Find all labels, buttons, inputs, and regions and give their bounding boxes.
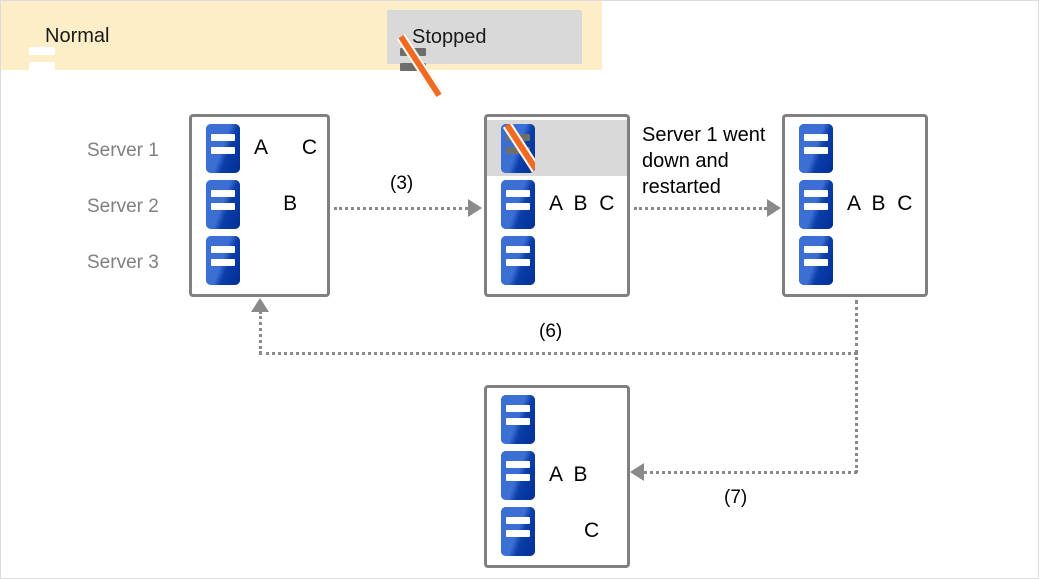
legend-item-normal: Normal: [23, 11, 110, 70]
server-icon: [501, 506, 535, 556]
table-row: [487, 232, 627, 288]
server-icon: [206, 123, 240, 173]
annotation-server-restart: Server 1 went down and restarted: [642, 122, 792, 200]
row-keys: A C: [254, 136, 318, 159]
arrow-step-7-head: [630, 463, 644, 481]
state-box-rebalanced: A B C: [484, 385, 630, 568]
arrow-step-7-segment-across: [644, 471, 857, 474]
annotation-line-2: down and: [642, 150, 729, 172]
arrow-restart-line: [634, 207, 767, 210]
arrow-step-3-line: [334, 207, 468, 210]
server-icon: [799, 235, 833, 285]
legend-label-stopped: Stopped: [412, 25, 487, 48]
row-keys: A B C: [549, 192, 615, 215]
arrow-step-6-segment-down: [855, 300, 858, 354]
annotation-line-1: Server 1 went: [642, 124, 766, 146]
arrow-restart-head: [767, 199, 781, 217]
table-row: [785, 120, 925, 176]
arrow-step-6-segment-across: [259, 352, 857, 355]
state-box-restarted: A B C: [782, 114, 928, 297]
annotation-line-3: restarted: [642, 176, 721, 198]
side-label-server-3: Server 3: [87, 252, 159, 273]
side-label-server-2: Server 2: [87, 196, 159, 217]
legend-bar: Normal Stopped: [1, 1, 602, 99]
server-icon: [501, 394, 535, 444]
legend-item-stopped: Stopped: [387, 10, 582, 99]
server-icon: [799, 123, 833, 173]
server-icon: [501, 179, 535, 229]
server-stopped-icon: [501, 123, 535, 173]
table-row: A C: [192, 120, 327, 176]
arrow-step-6-segment-up: [259, 311, 262, 354]
table-row: [785, 232, 925, 288]
row-keys: A B: [549, 463, 588, 486]
arrow-label-step-3: (3): [390, 173, 414, 194]
table-row: C: [487, 503, 627, 559]
arrow-step-7-segment-down: [855, 352, 858, 473]
state-box-initial: A C B: [189, 114, 330, 297]
row-keys: B: [254, 192, 298, 215]
row-keys: A B C: [847, 192, 913, 215]
legend-label-normal: Normal: [45, 24, 110, 47]
server-icon: [501, 235, 535, 285]
server-icon: [501, 450, 535, 500]
table-row: A B C: [487, 176, 627, 232]
server-icon: [799, 179, 833, 229]
arrow-label-step-7: (7): [724, 487, 748, 508]
server-icon: [206, 235, 240, 285]
arrow-step-6-head: [251, 298, 269, 312]
arrow-label-step-6: (6): [539, 321, 563, 342]
side-label-server-1: Server 1: [87, 140, 159, 161]
table-row: A B: [487, 447, 627, 503]
table-row: A B C: [785, 176, 925, 232]
table-row: [192, 232, 327, 288]
row-keys: C: [549, 519, 600, 542]
arrow-step-3-head: [468, 199, 482, 217]
state-box-failed: A B C: [484, 114, 630, 297]
table-row: [487, 391, 627, 447]
table-row: [487, 120, 627, 176]
table-row: B: [192, 176, 327, 232]
server-icon: [206, 179, 240, 229]
